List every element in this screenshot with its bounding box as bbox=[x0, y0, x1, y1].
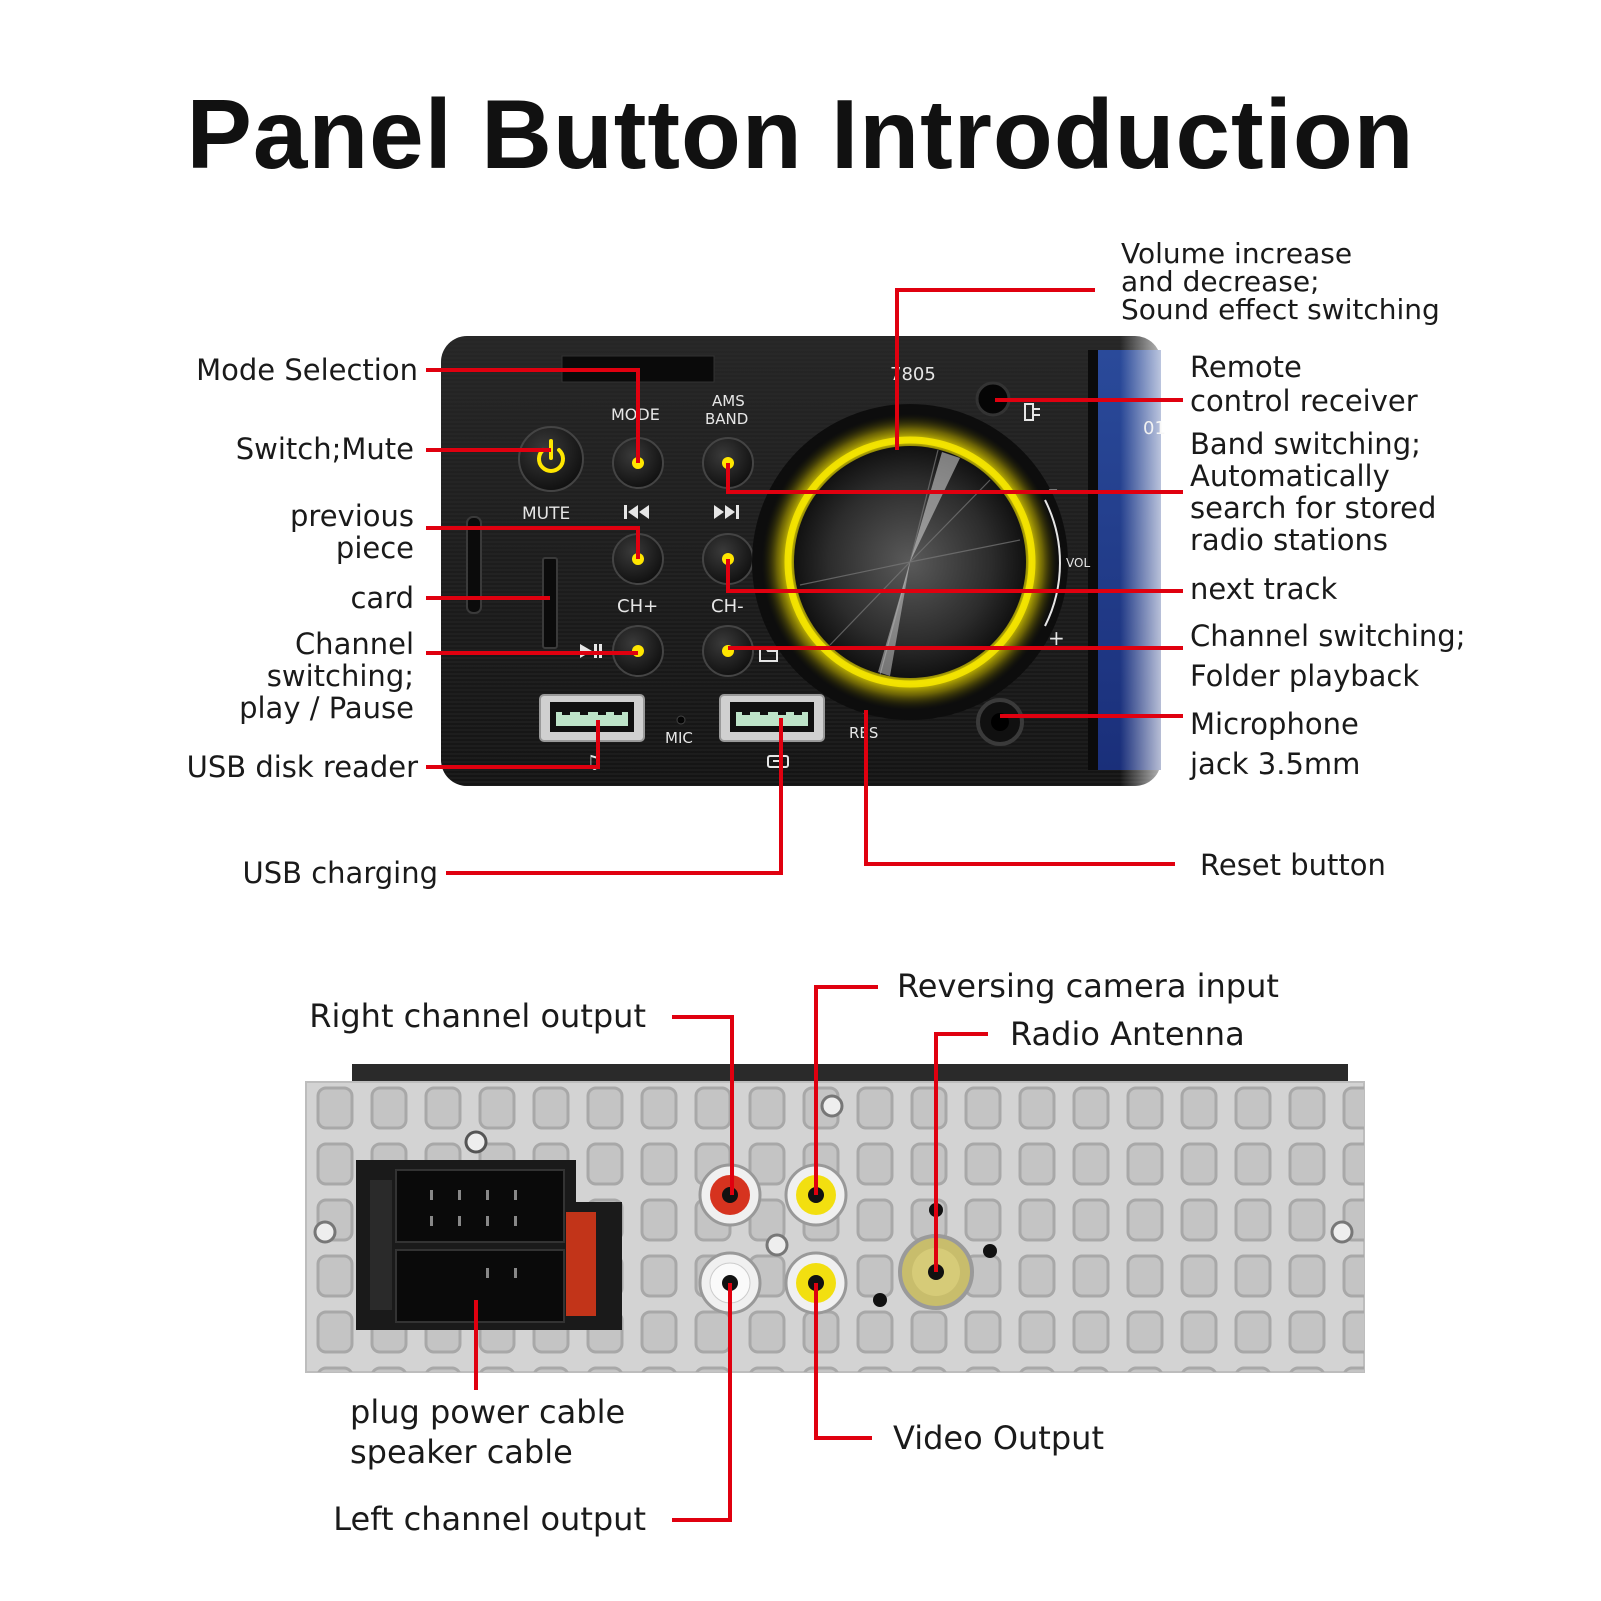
chassis-top-edge bbox=[352, 1064, 1348, 1082]
vol-label: VOL bbox=[1066, 556, 1090, 570]
ch-minus-label: CH- bbox=[711, 596, 744, 617]
label-volume-line1: Volume increase bbox=[1121, 237, 1353, 270]
screw-center bbox=[765, 1233, 789, 1257]
label-video-output: Video Output bbox=[893, 1419, 1104, 1457]
usb-port-disk[interactable] bbox=[539, 694, 645, 742]
screw-top bbox=[820, 1094, 844, 1118]
label-usb-charging: USB charging bbox=[242, 856, 438, 890]
label-channel-folder-line1: Channel switching; bbox=[1190, 619, 1466, 653]
fuse bbox=[566, 1212, 596, 1316]
page-title: Panel Button Introduction bbox=[186, 79, 1415, 189]
label-switch-mute: Switch;Mute bbox=[235, 432, 414, 466]
leader-mode bbox=[426, 368, 640, 463]
mute-label: MUTE bbox=[522, 504, 570, 524]
label-power-line2: speaker cable bbox=[350, 1433, 573, 1471]
leader-band bbox=[726, 463, 1183, 494]
screw-left bbox=[313, 1220, 337, 1244]
label-band-line1: Band switching; bbox=[1190, 427, 1421, 461]
label-band-line3: search for stored bbox=[1190, 491, 1437, 525]
leader-radio-antenna bbox=[934, 1032, 988, 1272]
mic-label: MIC bbox=[665, 729, 693, 747]
label-channel-line1: Channel bbox=[294, 627, 414, 661]
leader-right-channel bbox=[672, 1015, 734, 1195]
vol-arc bbox=[1044, 499, 1061, 627]
label-channel-line3: play / Pause bbox=[239, 691, 414, 725]
label-previous-line1: previous bbox=[290, 499, 414, 533]
label-previous-piece: previous piece bbox=[290, 500, 414, 564]
label-volume: Volume increase and decrease; Sound effe… bbox=[1121, 240, 1440, 324]
card-slot[interactable] bbox=[542, 557, 558, 649]
label-band-line2: Automatically bbox=[1190, 459, 1390, 493]
mic-hole bbox=[676, 715, 686, 725]
label-mode-selection: Mode Selection bbox=[196, 353, 418, 387]
model-number: 7805 bbox=[890, 364, 936, 385]
vol-minus-label: – bbox=[1048, 477, 1058, 501]
remote-icon bbox=[1024, 403, 1040, 421]
front-panel: 01 7805 MUTE MODE AMS BAND bbox=[441, 320, 1180, 800]
ams-label: AMS bbox=[712, 392, 745, 410]
leader-next bbox=[726, 559, 1183, 593]
screw-connector bbox=[464, 1130, 488, 1154]
card-slot-a bbox=[466, 516, 482, 614]
label-card: card bbox=[350, 581, 414, 615]
label-band-line4: radio stations bbox=[1190, 523, 1389, 557]
label-channel-folder: Channel switching; Folder playback bbox=[1190, 616, 1465, 696]
label-usb-disk-reader: USB disk reader bbox=[186, 750, 418, 784]
label-remote-line1: Remote bbox=[1190, 350, 1302, 384]
label-channel-line2: switching; bbox=[266, 659, 414, 693]
label-reset: Reset button bbox=[1200, 848, 1386, 882]
label-radio-antenna: Radio Antenna bbox=[1010, 1015, 1245, 1053]
label-power-line1: plug power cable bbox=[350, 1393, 626, 1431]
previous-icon bbox=[624, 505, 649, 519]
leader-usb-disk bbox=[426, 720, 600, 769]
ch-plus-label: CH+ bbox=[617, 596, 658, 617]
iso-power-connector[interactable] bbox=[356, 1160, 622, 1330]
leader-left-channel bbox=[672, 1283, 732, 1522]
leader-reset bbox=[864, 710, 1175, 866]
label-remote-line2: control receiver bbox=[1190, 384, 1418, 418]
label-left-channel: Left channel output bbox=[333, 1500, 646, 1538]
label-microphone-line2: jack 3.5mm bbox=[1190, 747, 1361, 781]
leader-usb-charging bbox=[446, 718, 783, 875]
leader-reversing-camera bbox=[814, 985, 878, 1195]
label-microphone-line1: Microphone bbox=[1190, 707, 1359, 741]
label-power-cable: plug power cable speaker cable bbox=[350, 1392, 625, 1472]
label-reversing-camera: Reversing camera input bbox=[897, 967, 1279, 1005]
vol-plus-label: + bbox=[1048, 626, 1065, 650]
front-leader-lines bbox=[426, 288, 1183, 875]
next-icon bbox=[714, 505, 739, 519]
label-previous-line2: piece bbox=[335, 531, 414, 565]
label-microphone: Microphone jack 3.5mm bbox=[1190, 704, 1360, 784]
screw-right bbox=[1330, 1220, 1354, 1244]
res-label: RES bbox=[849, 724, 878, 742]
label-volume-line3: Sound effect switching bbox=[1121, 293, 1440, 326]
usb-port-charging[interactable] bbox=[719, 694, 825, 742]
back-leader-lines bbox=[474, 985, 988, 1522]
label-band: Band switching; Automatically search for… bbox=[1190, 428, 1436, 556]
label-right-channel: Right channel output bbox=[309, 997, 646, 1035]
leader-previous bbox=[426, 526, 640, 559]
label-remote: Remote control receiver bbox=[1190, 350, 1418, 418]
mode-label: MODE bbox=[611, 405, 660, 424]
band-label: BAND bbox=[705, 410, 748, 428]
label-next-track: next track bbox=[1190, 572, 1338, 606]
label-channel-play: Channel switching; play / Pause bbox=[239, 628, 414, 724]
label-channel-folder-line2: Folder playback bbox=[1190, 659, 1420, 693]
label-volume-line2: and decrease; bbox=[1121, 265, 1320, 298]
back-panel bbox=[305, 1064, 1365, 1373]
leader-video-output bbox=[814, 1283, 872, 1440]
leader-volume bbox=[895, 288, 1095, 450]
